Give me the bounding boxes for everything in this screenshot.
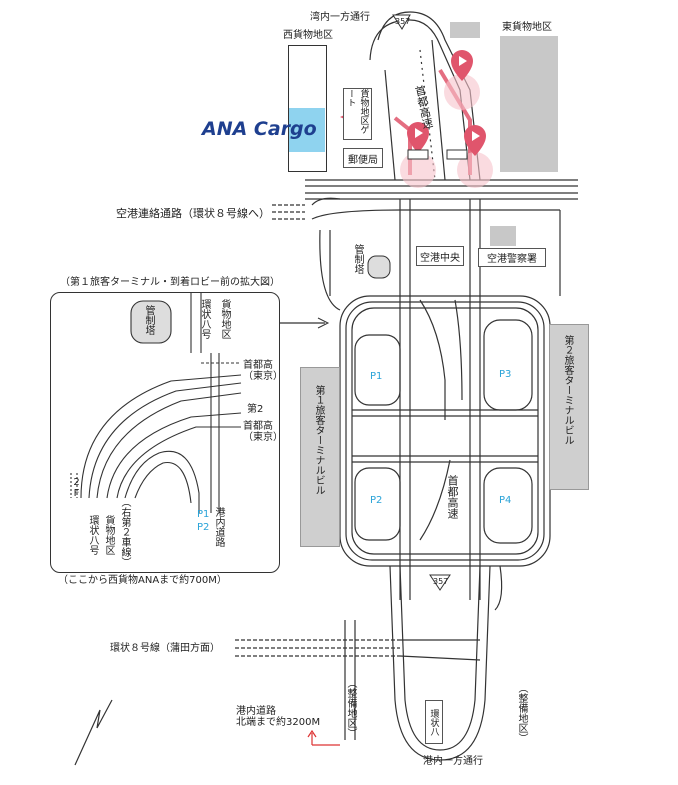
inset-second-label: 第2 [247, 404, 264, 415]
road-network [235, 11, 578, 761]
top-road-label: 湾内一方通行 [310, 12, 370, 23]
post-office-label: 郵便局 [348, 154, 378, 166]
terminal-1 [300, 367, 340, 547]
police-label: 空港警察署 [487, 254, 537, 265]
inset-ring8-label: 環状八号 [199, 299, 210, 339]
port-road-note: 港内道路 北端まで約3200M [236, 706, 321, 728]
east-cargo-building [500, 36, 558, 172]
airport-link-label: 空港連絡通路（環状８号線へ） [116, 207, 270, 220]
control-tower-label: 管制塔 [352, 244, 363, 274]
police-box: 空港警察署 [478, 248, 546, 267]
route-marker-3 [464, 125, 486, 156]
ana-cargo-block [289, 108, 325, 152]
maint-west-label: （整備地区） [345, 678, 356, 738]
small-building [450, 22, 480, 38]
t2-label: 第２旅客ターミナルビル [562, 335, 573, 445]
shuto-mid-label: 首都高速 [446, 475, 459, 519]
p4-label: P4 [499, 495, 512, 506]
east-cargo-label: 東貨物地区 [502, 22, 552, 33]
inset-right-lane: （右第２車線） [119, 497, 130, 567]
north-arrow-icon [74, 699, 113, 766]
cargo-gate-label: 貨物地区ゲート [345, 89, 369, 134]
airport-center-box: 空港中央 [416, 246, 464, 266]
ana-cargo-logo: ANA Cargo [202, 118, 317, 140]
route-357-bottom: 357 [433, 577, 449, 586]
ring8-label: 環状８号線（蒲田方面） [110, 643, 220, 654]
inset-p1: P1 [197, 509, 210, 520]
inset-footer: （ここから西貨物ANAまで約700M） [58, 575, 227, 586]
maint-east-label: （整備地区） [516, 683, 527, 743]
inset-p2: P2 [197, 522, 210, 533]
cargo-gate-box: 貨物地区ゲート [343, 88, 372, 140]
ring8-bottom-box: 環状八 [425, 700, 443, 744]
airport-center-label: 空港中央 [420, 252, 460, 264]
t1-label: 第１旅客ターミナルビル [313, 385, 324, 495]
terminal-2 [549, 324, 589, 490]
inset-ring8-bottom: 環状八号 [87, 515, 98, 555]
inset-port-road: 港内道路 [213, 507, 224, 547]
route-marker-2 [407, 122, 429, 153]
inset-tower-label: 管制塔 [143, 305, 154, 335]
police-building [490, 226, 516, 246]
inset-title: （第１旅客ターミナル・到着ロビー前の拡大図） [60, 277, 280, 288]
p2-label: P2 [370, 495, 383, 506]
route-marker-1 [451, 50, 473, 81]
inset-floor-label: 2F [71, 477, 82, 499]
inset-roads [70, 293, 242, 513]
inset-panel: 管制塔 環状八号 貨物地区 首都高 （東京） 第2 首都高 （東京） 2F 環状… [50, 292, 283, 573]
inset-shuto-tokyo-2: 首都高 （東京） [243, 421, 283, 443]
post-office-box: 郵便局 [343, 148, 383, 168]
inset-shuto-tokyo-1: 首都高 （東京） [243, 360, 283, 382]
direction-arrow-icon [307, 729, 340, 746]
west-cargo-label: 西貨物地区 [283, 30, 333, 41]
port-road-bottom-label: 港内一方通行 [423, 756, 483, 767]
route-357-top: 357 [395, 17, 411, 26]
inset-cargo-area-bottom: 貨物地区 [103, 515, 114, 555]
p1-label: P1 [370, 371, 383, 382]
p3-label: P3 [499, 369, 512, 380]
inset-cargo-area-label: 貨物地区 [219, 299, 230, 339]
ring8-bottom-label: 環状八 [428, 708, 439, 736]
